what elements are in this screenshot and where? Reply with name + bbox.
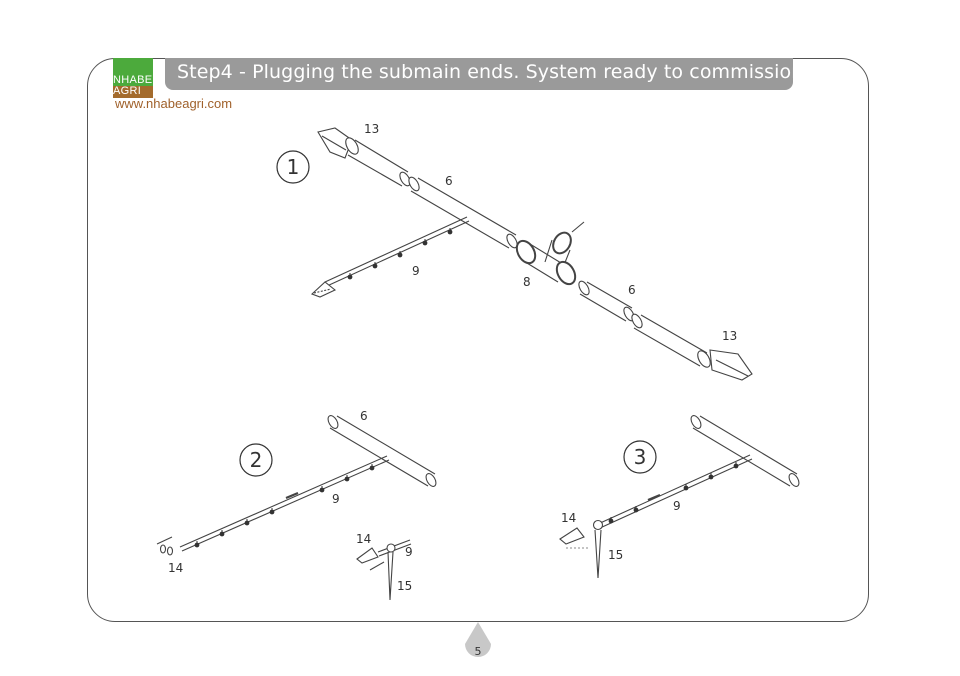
- step3-number: 3: [634, 445, 647, 469]
- end-plug-top: [317, 127, 411, 187]
- title-bar: [165, 58, 793, 90]
- submain-pipe-step3: [690, 415, 800, 487]
- label-detail-lateral-step2: 9: [405, 545, 413, 559]
- logo-text-bottom: AGRI: [113, 85, 142, 97]
- step2-badge: [239, 443, 273, 477]
- step1-assembly: [310, 127, 753, 381]
- label-pipe-right: 6: [628, 283, 636, 297]
- end-plug-step2: [156, 536, 174, 556]
- submain-pipe-step2: [327, 415, 437, 487]
- tee-connector: [515, 221, 585, 286]
- label-stake-step3: 15: [608, 548, 623, 562]
- label-lateral-step1: 9: [412, 264, 420, 278]
- submain-pipe-right: [578, 280, 708, 367]
- step3-drippers: [608, 461, 739, 524]
- page-number: 5: [475, 645, 482, 658]
- label-pipe-left: 6: [445, 174, 453, 188]
- label-pipe-step2: 6: [360, 409, 368, 423]
- label-lateral-step3: 9: [673, 499, 681, 513]
- step1-number: 1: [287, 155, 300, 179]
- lateral-drip-line-step3: [597, 454, 753, 529]
- end-plug-bottom: [697, 349, 753, 381]
- label-end-step2: 14: [168, 561, 183, 575]
- step3-badge: [623, 440, 657, 474]
- page-number-drop: [465, 622, 491, 657]
- label-tee: 8: [523, 275, 531, 289]
- website-link[interactable]: www.nhabeagri.com: [115, 96, 233, 111]
- step2-assembly: [156, 415, 437, 601]
- end-stake-step3: [559, 519, 604, 579]
- label-end-plug-top: 13: [364, 122, 379, 136]
- step3-assembly: [559, 415, 800, 579]
- lateral-drip-line-step1: [310, 216, 470, 298]
- step1-badge: [276, 150, 310, 184]
- logo-text-top: NHABE: [113, 74, 153, 86]
- step2-number: 2: [250, 448, 263, 472]
- label-end-plug-bottom: 13: [722, 329, 737, 343]
- lateral-drip-line-step2: [179, 455, 390, 552]
- company-logo: NHABE AGRI: [113, 58, 153, 98]
- page-title: Step4 - Plugging the submain ends. Syste…: [177, 61, 804, 83]
- label-end-step3: 14: [561, 511, 576, 525]
- detail-end-stake-step2: [356, 539, 412, 601]
- submain-pipe-left: [408, 176, 518, 249]
- label-detail-end-step2: 14: [356, 532, 371, 546]
- label-detail-stake-step2: 15: [397, 579, 412, 593]
- label-lateral-step2: 9: [332, 492, 340, 506]
